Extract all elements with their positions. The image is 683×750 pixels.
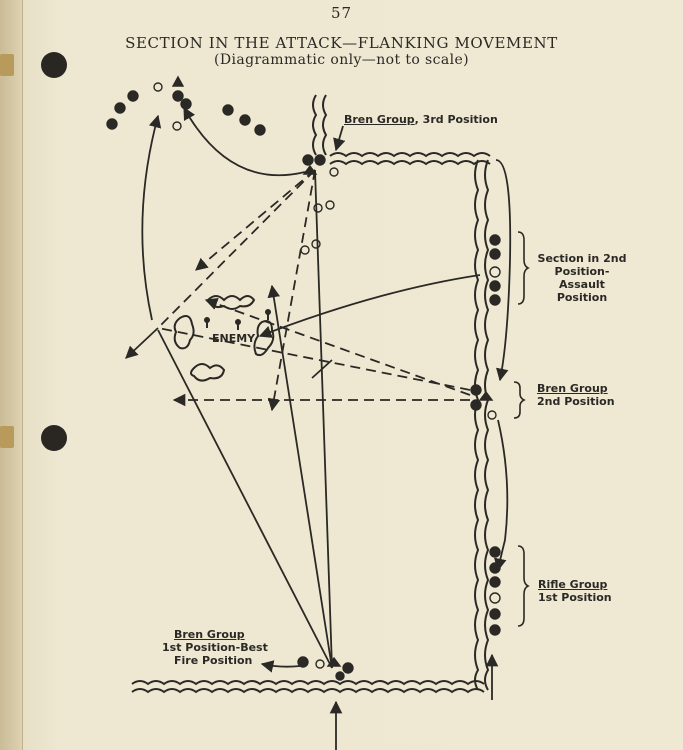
label-enemy: ENEMY (212, 332, 256, 345)
fire-and-movement-lines (125, 106, 512, 750)
hedge-right (474, 159, 490, 691)
label-bren-group-1st-position: Bren Group 1st Position-Best Fire Positi… (162, 628, 268, 667)
binder-clip (0, 54, 14, 76)
enemy-positions (204, 309, 271, 330)
label-bren-group-3rd-position: Bren Group, 3rd Position (344, 113, 498, 126)
label-section-2nd-position: Section in 2nd Position-Assault Position (537, 252, 627, 304)
binder-clip (0, 426, 14, 448)
label-bren-group-2nd-position: Bren Group 2nd Position (537, 382, 615, 408)
group-brackets (513, 231, 530, 627)
page-binding (0, 0, 23, 750)
punch-hole (41, 52, 67, 78)
punch-hole (41, 425, 67, 451)
page-subtitle: (Diagrammatic only—not to scale) (213, 52, 470, 68)
hedge-bottom (131, 680, 485, 694)
hedge-top (329, 152, 491, 166)
label-rifle-group-1st-position: Rifle Group 1st Position (538, 578, 612, 604)
page-title: SECTION IN THE ATTACK—FLANKING MOVEMENT (125, 34, 558, 52)
advancing-section (300, 200, 335, 255)
hedge-top-left-stub (312, 94, 328, 156)
page-number: 57 (330, 4, 353, 22)
friendly-soldiers (106, 75, 501, 681)
